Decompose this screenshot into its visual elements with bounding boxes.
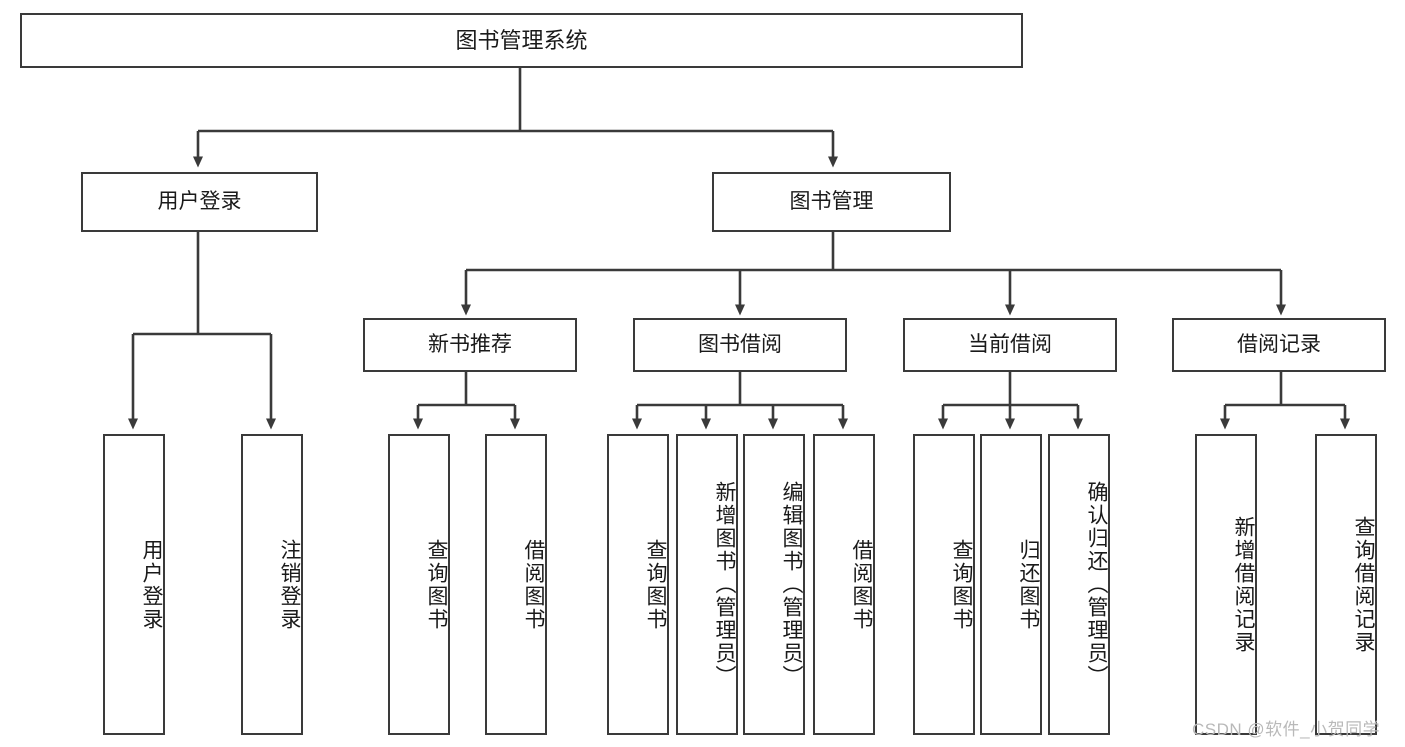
node-user-login[interactable]: 用户登录 xyxy=(81,172,318,232)
leaf-label: 用户登录 xyxy=(140,538,163,631)
leaf-query-book-new-rec[interactable]: 查询图书 xyxy=(388,434,450,735)
leaf-label: 新增借阅记录 xyxy=(1232,515,1255,654)
leaf-label: 查询图书 xyxy=(950,538,973,631)
leaf-borrow-book-borrow[interactable]: 借阅图书 xyxy=(813,434,875,735)
node-current-borrow[interactable]: 当前借阅 xyxy=(903,318,1117,372)
leaf-query-book-current[interactable]: 查询图书 xyxy=(913,434,975,735)
leaf-add-book-admin[interactable]: 新增图书（管理员） xyxy=(676,434,738,735)
leaf-label: 注销登录 xyxy=(278,538,301,631)
leaf-logout-login[interactable]: 注销登录 xyxy=(241,434,303,735)
node-new-book-recommend[interactable]: 新书推荐 xyxy=(363,318,577,372)
leaf-borrow-book-new-rec[interactable]: 借阅图书 xyxy=(485,434,547,735)
leaf-label: 借阅图书 xyxy=(850,538,873,631)
node-borrow-record[interactable]: 借阅记录 xyxy=(1172,318,1386,372)
leaf-label: 新增图书（管理员） xyxy=(713,481,736,688)
leaf-label: 查询借阅记录 xyxy=(1352,515,1375,654)
leaf-label: 归还图书 xyxy=(1017,538,1040,631)
node-book-borrow[interactable]: 图书借阅 xyxy=(633,318,847,372)
node-root[interactable]: 图书管理系统 xyxy=(20,13,1023,68)
leaf-edit-book-admin[interactable]: 编辑图书（管理员） xyxy=(743,434,805,735)
csdn-watermark: CSDN @软件_小贺同学 xyxy=(1192,720,1381,739)
leaf-query-borrow-record[interactable]: 查询借阅记录 xyxy=(1315,434,1377,735)
leaf-user-login[interactable]: 用户登录 xyxy=(103,434,165,735)
leaf-label: 借阅图书 xyxy=(522,538,545,631)
leaf-label: 查询图书 xyxy=(425,538,448,631)
leaf-add-borrow-record[interactable]: 新增借阅记录 xyxy=(1195,434,1257,735)
leaf-label: 编辑图书（管理员） xyxy=(780,481,803,688)
leaf-query-book-borrow[interactable]: 查询图书 xyxy=(607,434,669,735)
leaf-confirm-return-admin[interactable]: 确认归还（管理员） xyxy=(1048,434,1110,735)
leaf-return-book[interactable]: 归还图书 xyxy=(980,434,1042,735)
leaf-label: 确认归还（管理员） xyxy=(1085,481,1108,688)
leaf-label: 查询图书 xyxy=(644,538,667,631)
node-book-manage[interactable]: 图书管理 xyxy=(712,172,951,232)
